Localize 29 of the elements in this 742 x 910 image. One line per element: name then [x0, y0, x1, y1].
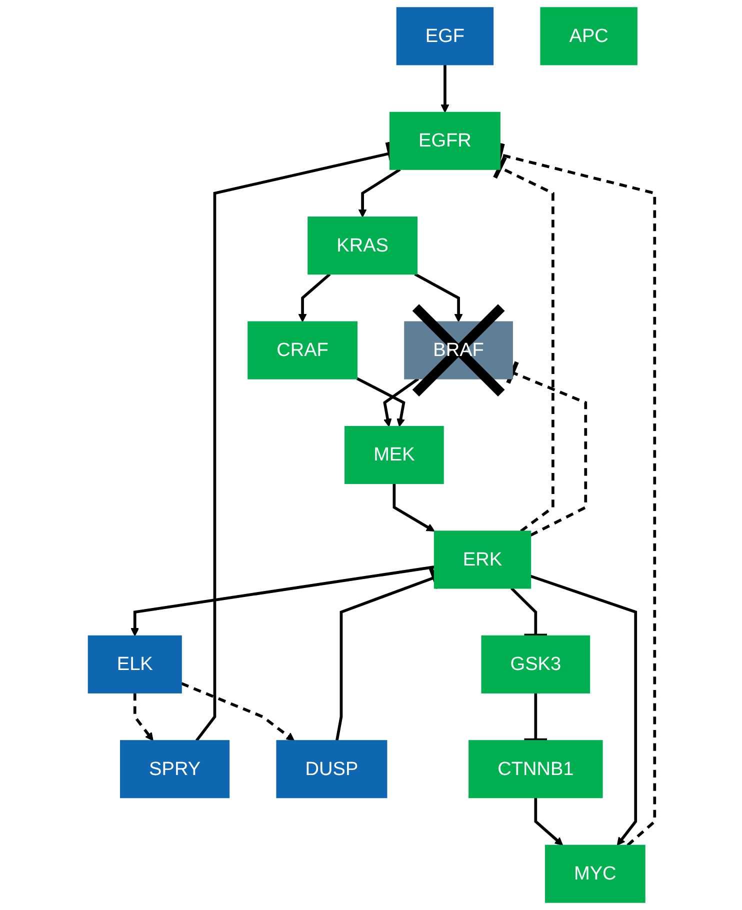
arrow: [356, 377, 405, 427]
arrow: [130, 566, 434, 636]
node-box: ERK: [433, 530, 531, 589]
arrow: [180, 682, 294, 741]
arrow: [392, 484, 434, 532]
node-box: MYC: [544, 844, 645, 903]
arrow: [534, 798, 563, 846]
arrow: [358, 168, 400, 218]
arrow: [132, 692, 153, 741]
connector: [522, 692, 549, 743]
connector: [506, 360, 587, 537]
arrow: [298, 273, 330, 322]
node-box: CRAF: [247, 321, 357, 380]
node-box: APC: [540, 7, 637, 66]
arrow: [440, 64, 449, 113]
node-box: GSK3: [480, 635, 590, 694]
node-box: CTNNB1: [468, 740, 602, 798]
arrow: [530, 574, 637, 846]
node-box: EGFR: [389, 112, 500, 170]
node-box: KRAS: [307, 216, 418, 275]
node-box: EGF: [396, 7, 494, 66]
connector: [510, 587, 549, 638]
connector: [492, 155, 554, 532]
node-box: SPRY: [120, 740, 230, 798]
node-box: MEK: [344, 426, 444, 484]
arrow: [382, 378, 419, 427]
node-box: ELK: [87, 635, 182, 694]
arrow: [414, 272, 462, 322]
node-box: DUSP: [276, 740, 387, 798]
